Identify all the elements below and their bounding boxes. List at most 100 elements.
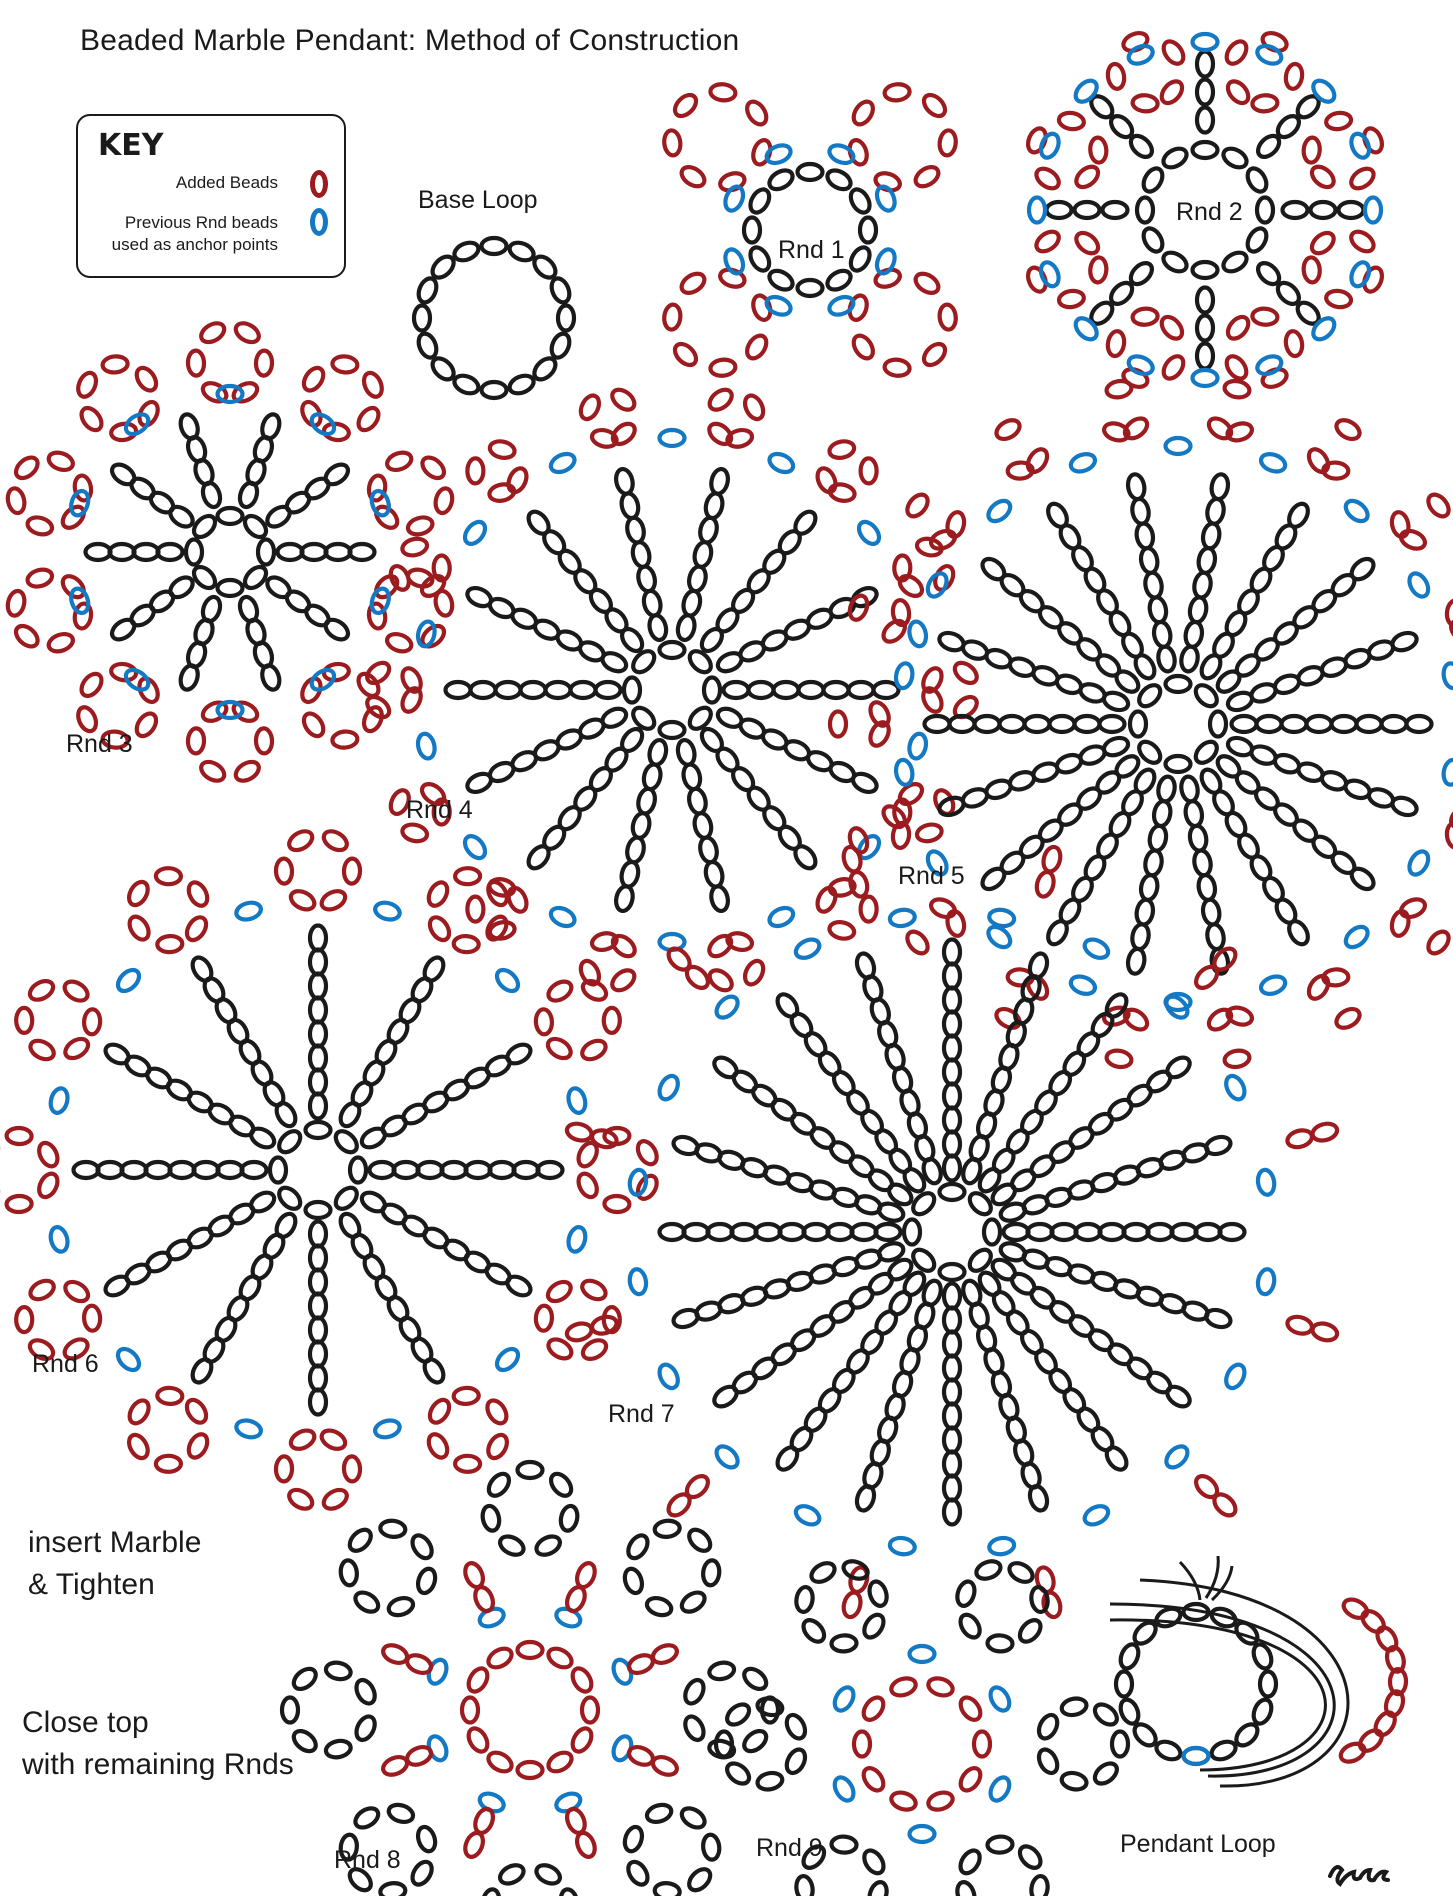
added-bead [741, 393, 766, 422]
bead [464, 770, 493, 795]
added-bead [83, 1305, 100, 1331]
label-rnd2: Rnd 2 [1176, 198, 1243, 227]
added-bead [974, 1732, 990, 1757]
anchor-bead [660, 430, 685, 446]
added-bead [1333, 1005, 1363, 1031]
bead [909, 1189, 938, 1218]
anchor-bead [218, 702, 243, 718]
bead [490, 1162, 515, 1178]
added-bead [814, 885, 839, 914]
added-bead [814, 466, 839, 495]
bead [876, 1224, 901, 1240]
bead [1201, 898, 1221, 925]
bead [310, 1366, 326, 1391]
bead [146, 1162, 171, 1178]
bead [415, 1825, 438, 1854]
bead [332, 1127, 361, 1156]
bead [944, 1452, 960, 1477]
bead [1050, 716, 1075, 732]
bead [867, 1880, 890, 1896]
bead [1060, 1771, 1088, 1792]
bead [421, 954, 447, 984]
bead [824, 167, 854, 193]
bead [937, 630, 966, 654]
anchor-bead [308, 410, 338, 438]
bead [624, 1532, 651, 1562]
added-bead [609, 966, 639, 994]
added-bead [433, 487, 454, 515]
bead [1210, 712, 1226, 737]
bead [275, 1127, 304, 1156]
bead [692, 812, 713, 840]
added-bead [12, 454, 41, 483]
bead [1156, 645, 1176, 672]
anchor-bead [831, 1684, 857, 1714]
bead [485, 1470, 513, 1499]
bead [1089, 1424, 1117, 1454]
anchor-bead [713, 993, 742, 1022]
bead [310, 1318, 326, 1343]
bead [774, 991, 802, 1021]
bead [353, 1677, 379, 1707]
bead [944, 1156, 960, 1181]
bead [791, 508, 819, 538]
added-bead [1286, 1128, 1314, 1150]
added-bead [582, 1698, 598, 1723]
bead [990, 1288, 1018, 1318]
bead [681, 763, 702, 791]
bead [1027, 1484, 1050, 1513]
added-bead [125, 1432, 151, 1462]
bead [418, 1162, 443, 1178]
bead [1016, 1616, 1045, 1645]
bead [380, 1520, 407, 1539]
added-bead [332, 355, 358, 373]
bead [987, 1836, 1013, 1853]
bead [749, 1082, 779, 1110]
added-bead [1033, 228, 1063, 256]
added-bead [650, 1642, 679, 1666]
added-bead [401, 822, 429, 843]
bead [1172, 1224, 1197, 1240]
added-bead [380, 1754, 409, 1778]
bead [283, 588, 313, 616]
bead [108, 461, 138, 489]
anchor-bead [1166, 438, 1191, 454]
anchor-bead [1256, 1169, 1276, 1196]
bead [774, 682, 799, 698]
bead [306, 1202, 331, 1218]
bead [1390, 630, 1419, 654]
anchor-bead [1193, 370, 1218, 386]
bead [332, 1184, 361, 1213]
anchor-bead [656, 1073, 682, 1103]
bead [1044, 500, 1070, 530]
anchor-bead [987, 1774, 1013, 1804]
bead [352, 1804, 382, 1831]
bead [1025, 716, 1050, 732]
bead [547, 1470, 575, 1499]
bead [1139, 874, 1159, 901]
added-bead [920, 91, 949, 120]
added-bead [1106, 330, 1126, 357]
added-bead [385, 631, 414, 655]
bead [270, 1158, 286, 1183]
added-bead [276, 858, 293, 883]
bead [1116, 1672, 1132, 1697]
bead [380, 1882, 407, 1896]
bead [974, 1558, 1003, 1582]
note-close-line2: with remaining Rnds [22, 1744, 294, 1786]
bead [1105, 1340, 1135, 1368]
bead [944, 1012, 960, 1037]
bead [1166, 676, 1191, 692]
bead [860, 1611, 887, 1641]
bead [1220, 145, 1250, 171]
bead [866, 1270, 896, 1298]
bead [497, 1862, 527, 1888]
bead [1103, 1444, 1131, 1474]
bead [1004, 1127, 1032, 1157]
bead [1160, 145, 1190, 171]
bead [1137, 198, 1153, 223]
added-bead [1398, 528, 1427, 552]
bead [1008, 1166, 1038, 1194]
bead [74, 1162, 99, 1178]
added-bead [1205, 1006, 1235, 1034]
